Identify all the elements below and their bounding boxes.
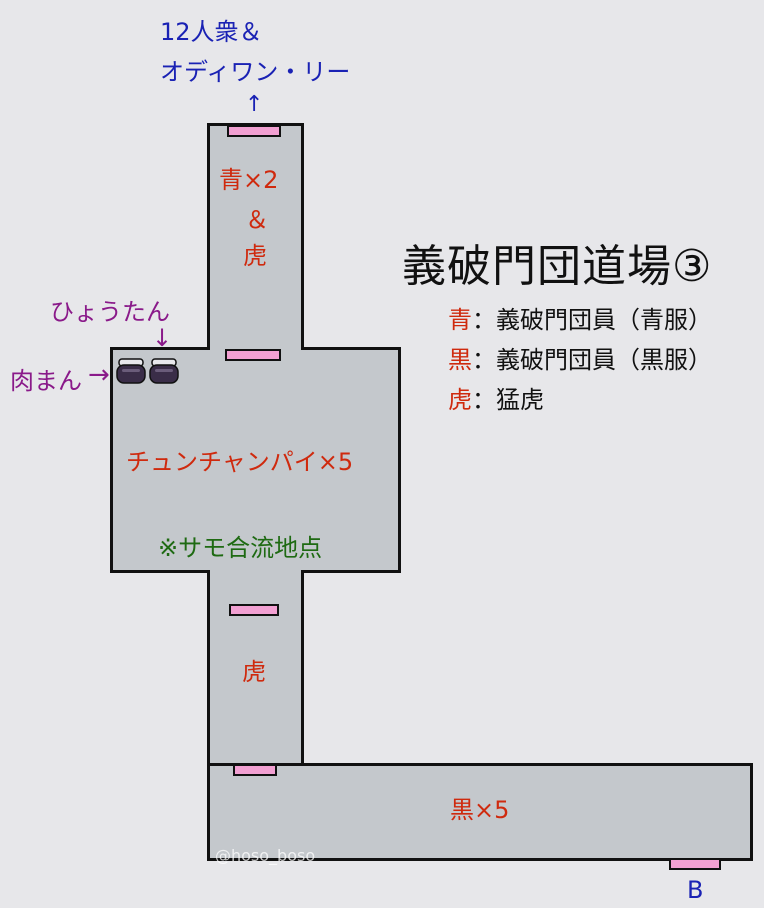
room-bottom bbox=[207, 763, 753, 861]
exit-top-label-line1: 12人衆＆ bbox=[160, 18, 263, 46]
door-middle-bottom bbox=[233, 764, 277, 776]
legend-key: 青 bbox=[448, 306, 472, 334]
legend-desc: 猛虎 bbox=[496, 386, 544, 414]
legend-sep: ： bbox=[472, 306, 496, 334]
legend-row-black: 黒：義破門団員（黒服） bbox=[448, 340, 712, 375]
watermark: @hoso_boso bbox=[215, 846, 316, 865]
room-main bbox=[110, 347, 401, 573]
room-main-note: ※サモ合流地点 bbox=[158, 534, 323, 562]
gourd-label: ひょうたん bbox=[50, 298, 170, 326]
room-top bbox=[207, 123, 304, 351]
room-top-enemies-line1: 青×2 bbox=[219, 166, 279, 194]
pot-icon bbox=[116, 358, 146, 384]
legend-desc: 義破門団員（黒服） bbox=[496, 346, 712, 374]
exit-bottom-label: B bbox=[687, 876, 704, 904]
legend-key: 虎 bbox=[448, 386, 472, 414]
arrow-down-icon: ↓ bbox=[152, 324, 173, 352]
door-bottom-exit bbox=[669, 858, 721, 870]
map-title: 義破門団道場③ bbox=[402, 241, 713, 292]
legend-sep: ： bbox=[472, 386, 496, 414]
room-top-enemies-line2: ＆ bbox=[245, 206, 269, 234]
legend-row-blue: 青：義破門団員（青服） bbox=[448, 300, 712, 335]
exit-top-label-line2: オディワン・リー bbox=[160, 58, 351, 86]
room-bottom-enemies: 黒×5 bbox=[450, 796, 510, 824]
room-middle-enemies: 虎 bbox=[242, 658, 266, 686]
door-top-exit bbox=[227, 125, 281, 137]
room-joint-middle bbox=[210, 568, 301, 574]
legend-row-tiger: 虎：猛虎 bbox=[448, 380, 544, 415]
legend-key: 黒 bbox=[448, 346, 472, 374]
meat-bun-label: 肉まん bbox=[10, 367, 82, 395]
door-top-main bbox=[225, 349, 281, 361]
room-top-enemies-line3: 虎 bbox=[243, 242, 267, 270]
arrow-up-icon: ↑ bbox=[245, 92, 264, 117]
arrow-right-icon: → bbox=[88, 360, 110, 390]
pot-icon bbox=[149, 358, 179, 384]
legend-sep: ： bbox=[472, 346, 496, 374]
room-joint-top bbox=[210, 345, 301, 351]
door-main-middle bbox=[229, 604, 279, 616]
room-main-enemies: チュンチャンパイ×5 bbox=[126, 448, 354, 476]
legend-desc: 義破門団員（青服） bbox=[496, 306, 712, 334]
